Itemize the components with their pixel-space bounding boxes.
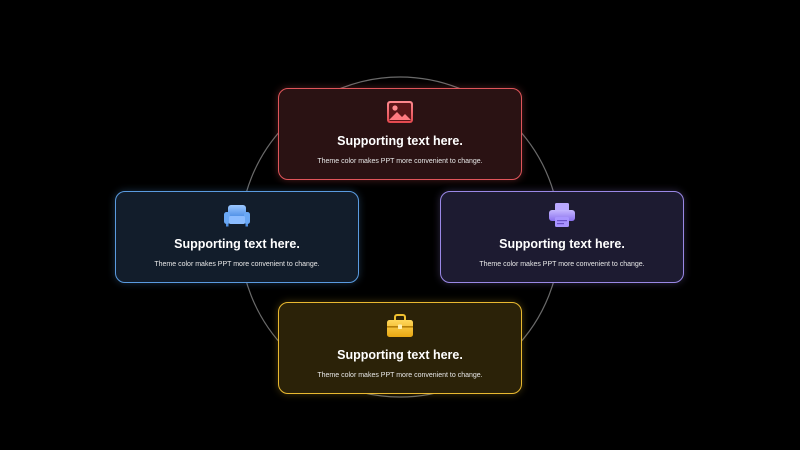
card-top-title: Supporting text here.: [337, 134, 463, 148]
printer-icon: [547, 202, 577, 228]
card-left-title: Supporting text here.: [174, 237, 300, 251]
card-top-description: Theme color makes PPT more convenient to…: [317, 158, 483, 165]
card-left-description: Theme color makes PPT more convenient to…: [154, 261, 320, 268]
card-right: Supporting text here. Theme color makes …: [440, 191, 684, 283]
card-bottom-description: Theme color makes PPT more convenient to…: [317, 372, 483, 379]
card-top: Supporting text here. Theme color makes …: [278, 88, 522, 180]
briefcase-icon: [385, 313, 415, 339]
card-bottom: Supporting text here. Theme color makes …: [278, 302, 522, 394]
card-bottom-title: Supporting text here.: [337, 348, 463, 362]
card-left: Supporting text here. Theme color makes …: [115, 191, 359, 283]
image-icon: [385, 99, 415, 125]
card-right-title: Supporting text here.: [499, 237, 625, 251]
sofa-icon: [222, 202, 252, 228]
card-right-description: Theme color makes PPT more convenient to…: [479, 261, 645, 268]
